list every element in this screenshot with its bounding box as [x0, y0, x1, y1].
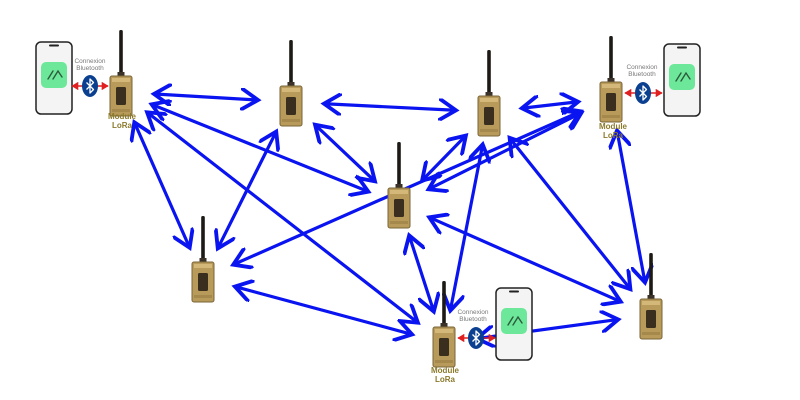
bluetooth-caption-line1: Connexion: [457, 309, 489, 316]
bluetooth-link-right: [624, 82, 663, 104]
antenna: [201, 216, 205, 262]
module-caption-line1: Module: [599, 122, 627, 131]
module-caption-m1: Module LoRa: [97, 112, 147, 130]
link-m2-m5: [218, 132, 276, 247]
bluetooth-caption-line2: Bluetooth: [459, 316, 487, 323]
lora-module-m6: [387, 142, 411, 229]
link-m6-m7: [409, 236, 433, 310]
bluetooth-caption-right: Connexion Bluetooth: [617, 64, 667, 78]
antenna: [119, 30, 123, 76]
antenna: [397, 142, 401, 188]
bluetooth-link-left: [71, 75, 109, 97]
antenna: [649, 253, 653, 299]
bluetooth-caption-line1: Connexion: [74, 58, 106, 65]
module-caption-line2: LoRa: [435, 375, 455, 384]
antenna: [289, 40, 293, 86]
antenna: [442, 281, 446, 327]
lora-module-m2: [279, 40, 303, 127]
link-m2-m3: [325, 104, 455, 111]
lora-module-m1: [109, 30, 133, 117]
bluetooth-caption-line2: Bluetooth: [76, 65, 104, 72]
link-m5-m7: [236, 287, 411, 334]
bluetooth-caption-bottom: Connexion Bluetooth: [448, 309, 498, 323]
link-m4-m8: [617, 131, 645, 281]
link-m3-m4: [523, 102, 577, 108]
antenna: [487, 50, 491, 96]
module-caption-m7: Module LoRa: [420, 366, 470, 384]
bluetooth-link-bottom: [457, 327, 496, 349]
link-m1-m7: [148, 113, 417, 322]
link-m1-m5: [135, 123, 190, 247]
lora-module-m4: [599, 36, 623, 123]
lora-module-m7: [432, 281, 456, 368]
bluetooth-caption-left: Connexion Bluetooth: [65, 58, 115, 72]
smartphone-bottom: [495, 287, 533, 361]
link-m6-m8: [430, 218, 620, 302]
module-caption-line2: LoRa: [603, 131, 623, 140]
lora-module-m8: [639, 253, 663, 340]
module-caption-line1: Module: [108, 112, 136, 121]
mountain-logo-icon: [669, 64, 695, 90]
mountain-logo-icon: [501, 308, 527, 334]
link-m1-m2: [155, 94, 257, 100]
antenna: [609, 36, 613, 82]
phones-layer: [35, 41, 701, 361]
module-caption-line1: Module: [431, 366, 459, 375]
modules-layer: [109, 30, 663, 368]
module-caption-m4: Module LoRa: [588, 122, 638, 140]
lora-module-m5: [191, 216, 215, 303]
module-caption-line2: LoRa: [112, 121, 132, 130]
link-m1-m6: [153, 105, 368, 192]
link-m3-m8: [510, 139, 630, 289]
bluetooth-caption-line2: Bluetooth: [628, 71, 656, 78]
smartphone-right: [663, 43, 701, 117]
lora-module-m3: [477, 50, 501, 137]
smartphone-left: [35, 41, 73, 115]
mountain-logo-icon: [41, 62, 67, 88]
bluetooth-caption-line1: Connexion: [626, 64, 658, 71]
